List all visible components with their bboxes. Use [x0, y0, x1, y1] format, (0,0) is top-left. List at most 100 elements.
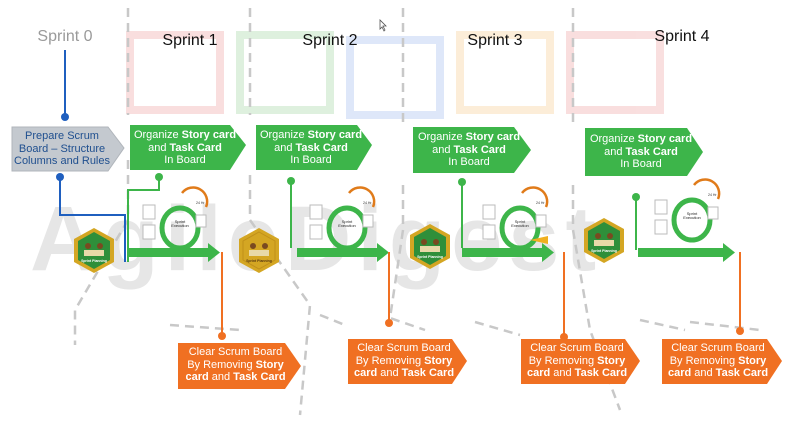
organize-text-2: Organize Story card and Task Card In Boa… [256, 129, 366, 167]
clear-story: Story [255, 358, 284, 371]
sprint-execution-loop-1 [142, 186, 209, 251]
organize-text-4: Organize Story card and Task Card In Boa… [585, 133, 697, 171]
clear-and: and [691, 367, 716, 380]
organize-task-card: Task Card [169, 141, 222, 154]
clear-task-card: Task Card [715, 367, 769, 380]
execution-label-1: Sprint Execution [171, 219, 189, 229]
clear-box-3 [521, 339, 640, 384]
prepare-box-text: Prepare Scrum Board – Structure Columns … [14, 130, 110, 168]
organize-story-card: Story card [181, 129, 237, 141]
prepare-line-2: Board – Structure [18, 142, 106, 155]
clear-task-card: Task Card [233, 371, 286, 384]
organize-prefix: Organize [133, 129, 182, 141]
clear-by-removing: By Removing [187, 358, 256, 371]
clear-and: and [550, 367, 575, 380]
organize-prefix: Organize [259, 129, 308, 141]
clear-story: Story [738, 354, 767, 367]
sprint-execution-loop-4 [654, 178, 721, 243]
clear-story: Story [597, 354, 626, 367]
badge-label-3: Sprint Planning [417, 255, 443, 259]
clear-card: card [526, 367, 551, 380]
organize-suffix: In Board [448, 156, 490, 169]
execution-label-4: Sprint Execution [683, 211, 701, 221]
clear-task-card: Task Card [574, 367, 628, 380]
clear-line-1: Clear Scrum Board [357, 342, 451, 354]
sprint-execution-loop-3 [482, 186, 549, 251]
sprint-flow-arrows [128, 243, 735, 262]
clear-task-card: Task Card [401, 367, 455, 380]
organize-story-card: Story card [307, 129, 363, 141]
separator-3 [571, 8, 622, 411]
clear-box-2 [348, 339, 467, 384]
sprint-separators [73, 8, 761, 416]
sprint-planning-badge-4 [584, 218, 624, 263]
organize-task-card: Task Card [625, 145, 678, 158]
organize-box-4 [585, 128, 703, 176]
clear-line-1: Clear Scrum Board [671, 342, 765, 354]
organize-box-3 [413, 127, 531, 173]
organize-and: and [274, 141, 296, 154]
clear-by-removing: By Removing [669, 354, 739, 367]
organize-and: and [604, 145, 626, 158]
sprint-execution-loop-2 [309, 186, 376, 251]
sprint-title-0: Sprint 0 [37, 28, 93, 45]
prepare-line-1: Prepare Scrum [25, 130, 99, 142]
organize-prefix: Organize [589, 133, 638, 145]
clear-story: Story [424, 354, 453, 367]
clear-text-2: Clear Scrum Board By Removing Story card… [348, 342, 460, 380]
orange-connectors [221, 252, 741, 337]
organize-story-card: Story card [637, 133, 693, 145]
organize-and: and [432, 143, 454, 156]
prepare-box [11, 126, 125, 172]
organize-story-card: Story card [465, 131, 521, 143]
timebox-label-3: 24 Hr [536, 201, 545, 205]
watermark [126, 31, 664, 119]
clear-card: card [353, 367, 378, 380]
sprint-title-3: Sprint 3 [467, 32, 523, 49]
clear-card: card [185, 371, 209, 384]
clear-line-1: Clear Scrum Board [188, 346, 283, 358]
clear-box-1 [178, 343, 301, 389]
sprint0-timeline [56, 50, 126, 262]
execution-label-2: Sprint Execution [338, 219, 356, 229]
separator-1 [248, 8, 312, 416]
sprint-title-4: Sprint 4 [654, 28, 710, 45]
badge-label-1: Sprint Planning [81, 259, 107, 263]
separator-2 [388, 8, 426, 332]
clear-line-1: Clear Scrum Board [530, 342, 624, 354]
badge-label-4: Sprint Planning [591, 249, 617, 253]
organize-suffix: In Board [290, 154, 332, 167]
timebox-label-2: 24 Hr [363, 201, 372, 205]
execution-label-3: Sprint Execution [511, 219, 529, 229]
organize-suffix: In Board [164, 154, 206, 167]
clear-text-4: Clear Scrum Board By Removing Story card… [662, 342, 774, 380]
organize-suffix: In Board [620, 158, 662, 171]
organize-text-1: Organize Story card and Task Card In Boa… [130, 129, 240, 167]
organize-box-1 [130, 125, 246, 170]
green-connectors [127, 177, 637, 262]
clear-by-removing: By Removing [355, 354, 425, 367]
separator-0 [73, 8, 130, 345]
organize-task-card: Task Card [453, 143, 506, 156]
organize-task-card: Task Card [295, 141, 348, 154]
clear-box-4 [662, 339, 782, 384]
clear-and: and [377, 367, 402, 380]
badge-label-2: Sprint Planning [246, 259, 272, 263]
clear-text-1: Clear Scrum Board By Removing Story card… [178, 346, 293, 384]
clear-and: and [208, 371, 234, 384]
clear-card: card [667, 367, 692, 380]
timebox-label-1: 24 Hr [196, 201, 205, 205]
sprint-planning-badge-3 [410, 224, 450, 269]
mouse-cursor-icon [379, 19, 387, 32]
prepare-line-3: Columns and Rules [14, 155, 110, 168]
organize-box-2 [256, 125, 372, 170]
sprint-planning-badge-2 [239, 228, 279, 273]
sprint-title-1: Sprint 1 [162, 32, 218, 49]
organize-text-3: Organize Story card and Task Card In Boa… [413, 131, 525, 169]
clear-text-3: Clear Scrum Board By Removing Story card… [521, 342, 633, 380]
separator-ground [169, 313, 761, 337]
organize-and: and [148, 141, 170, 154]
timebox-label-4: 24 Hr [708, 193, 717, 197]
